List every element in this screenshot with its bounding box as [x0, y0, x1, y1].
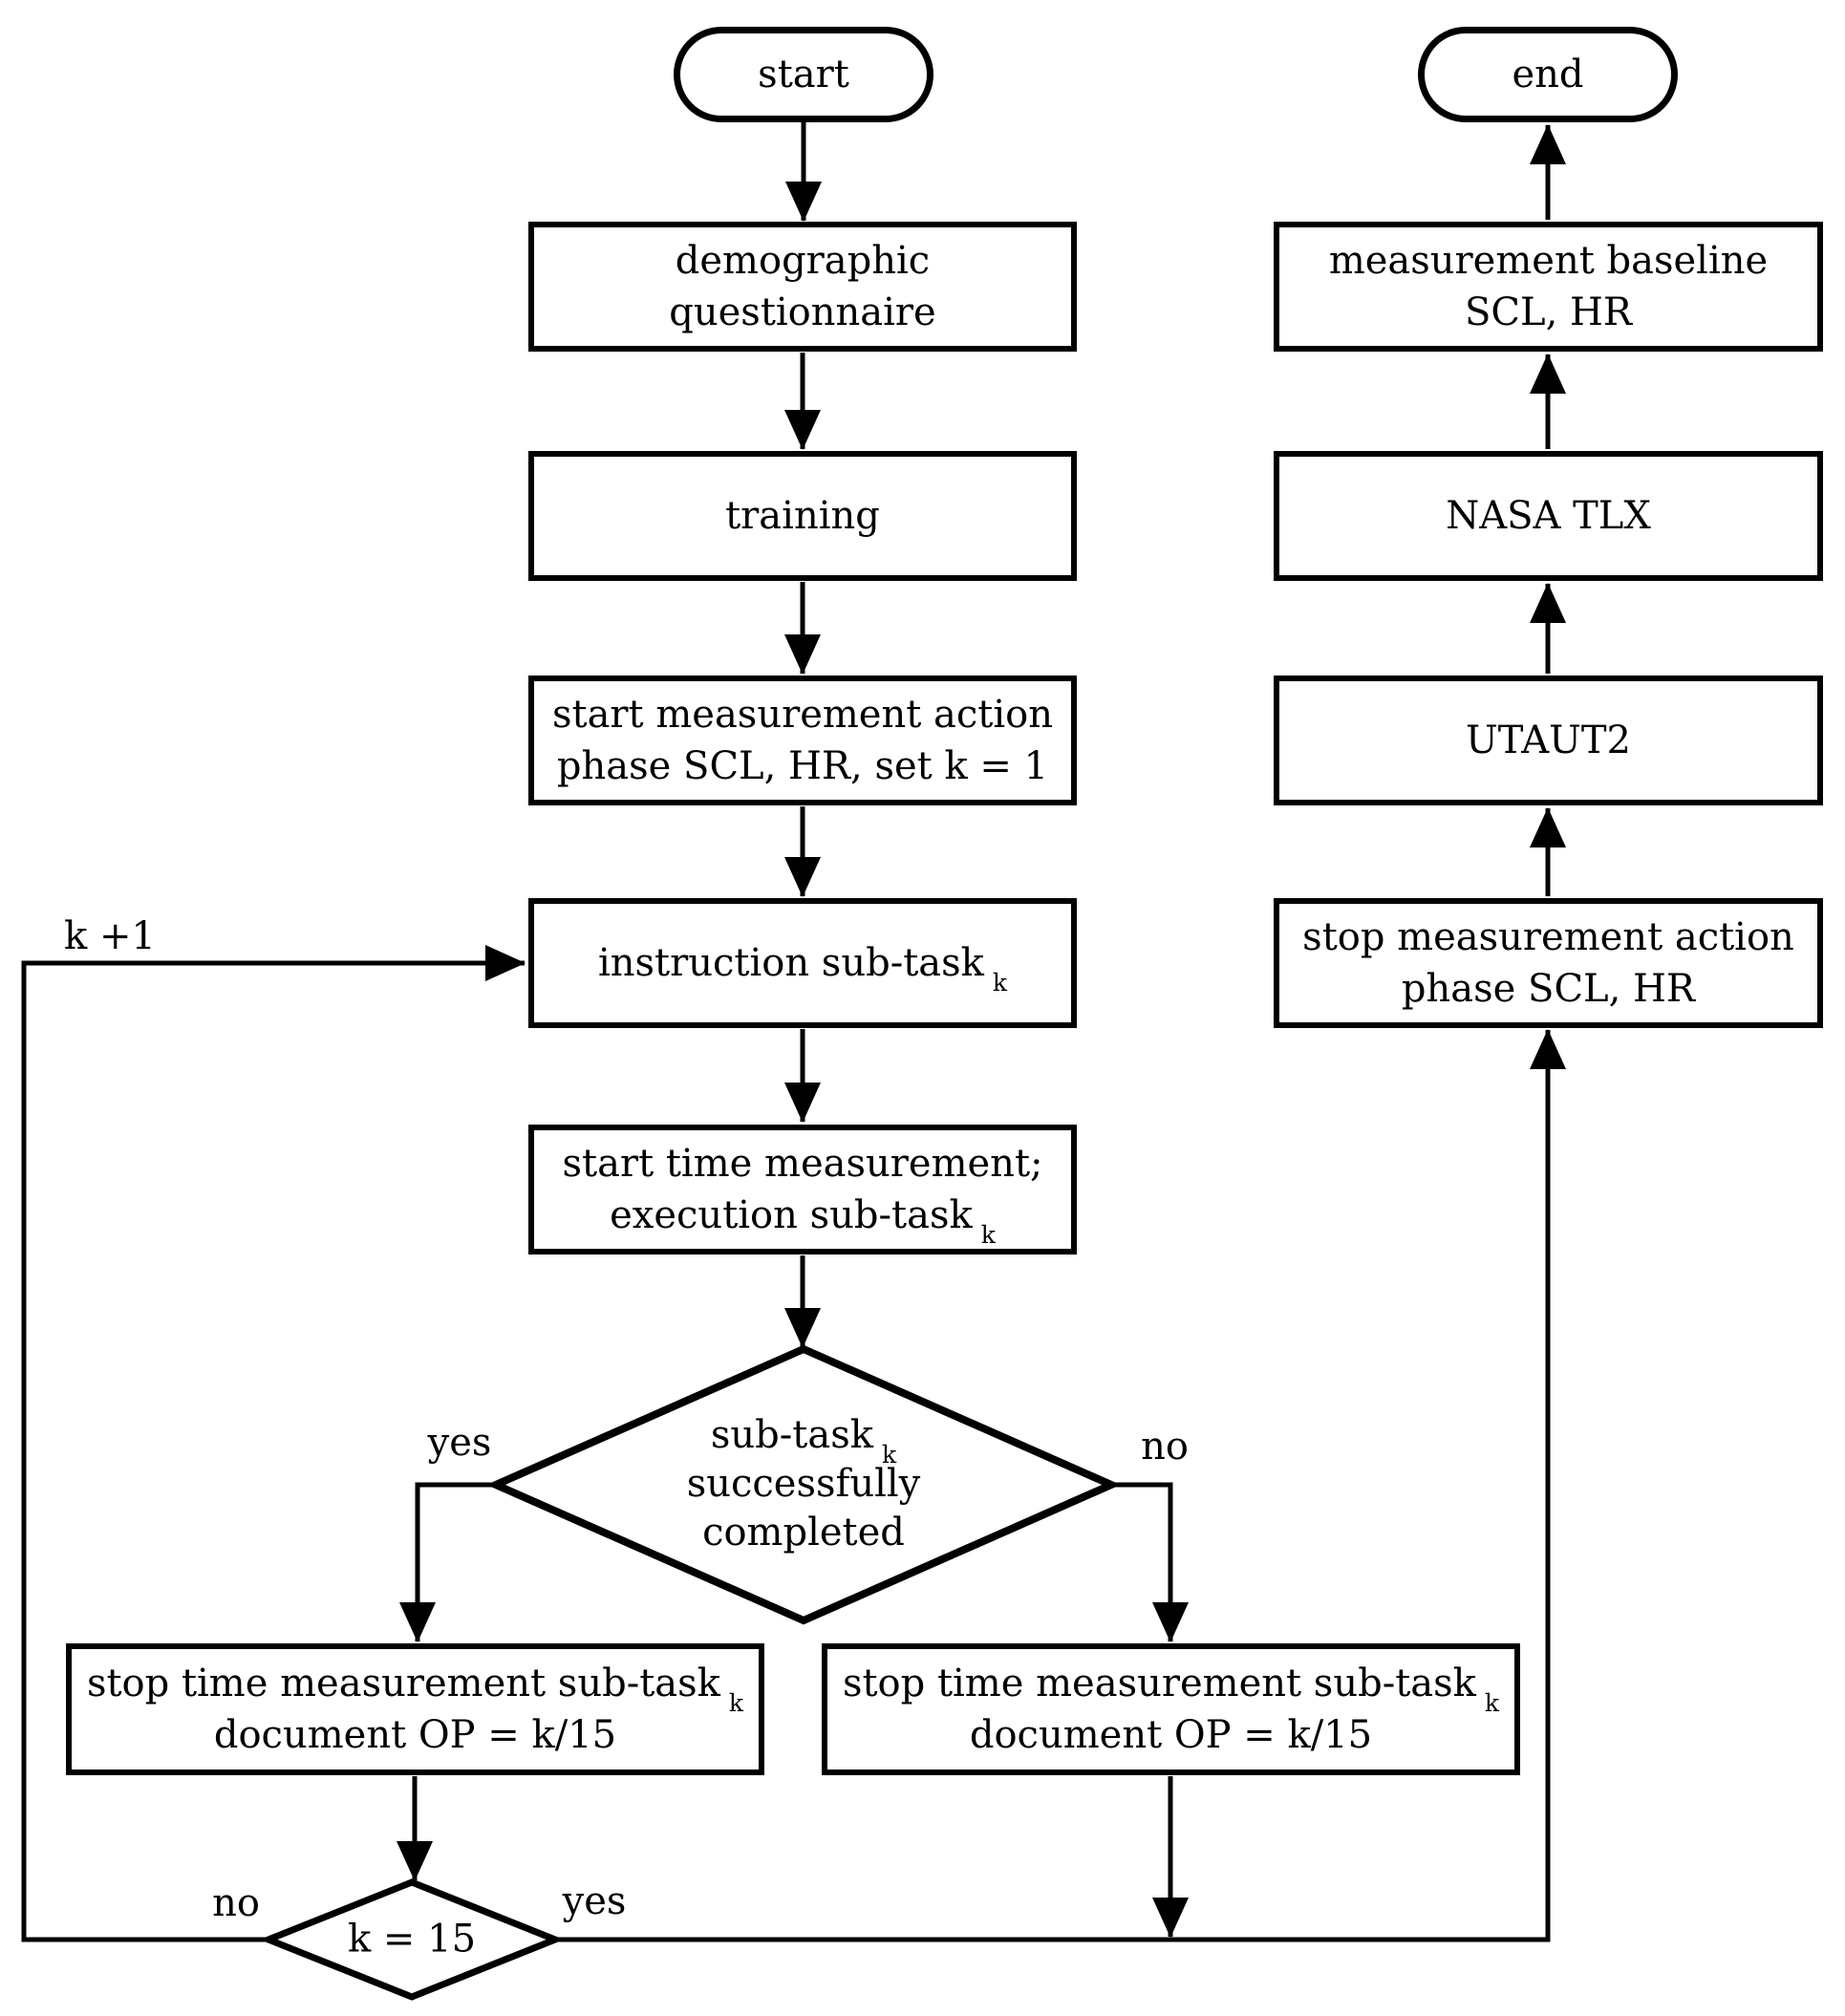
process-utaut2: UTAUT2	[1274, 676, 1823, 805]
stop-right-line1-text: stop time measurement sub-task	[842, 1661, 1476, 1705]
terminator-end: end	[1418, 27, 1678, 122]
process-nasa-tlx: NASA TLX	[1274, 451, 1823, 581]
edge-label-no-subtask: no	[1141, 1425, 1189, 1469]
process-instruction-subtask: instruction sub-task k	[528, 898, 1077, 1028]
process-measurement-baseline: measurement baseline SCL, HR	[1274, 222, 1823, 352]
start-measurement-line2: phase SCL, HR, set k = 1	[556, 744, 1049, 788]
decision-subtask-subscript: k	[881, 1441, 897, 1469]
stop-left-line2: document OP = k/15	[213, 1713, 617, 1757]
decision-k-equals-15-shape	[259, 1878, 565, 2001]
start-time-line2-text: execution sub-task	[610, 1193, 973, 1237]
decision-subtask-line2: successfully	[686, 1462, 921, 1507]
process-start-measurement-action-phase: start measurement action phase SCL, HR, …	[528, 676, 1077, 805]
process-stop-measurement-action-phase: stop measurement action phase SCL, HR	[1274, 898, 1823, 1028]
process-start-time-measurement: start time measurement; execution sub-ta…	[528, 1125, 1077, 1255]
edge-decision-no-to-stop-right	[1111, 1482, 1189, 1642]
utaut2-label: UTAUT2	[1466, 718, 1631, 762]
process-stop-time-measurement-no: stop time measurement sub-task k document…	[822, 1643, 1520, 1775]
stop-measurement-line1: stop measurement action	[1302, 914, 1794, 959]
instruction-text: instruction sub-task	[597, 940, 984, 985]
demographic-line2: questionnaire	[669, 290, 936, 334]
edge-label-no-k15: no	[212, 1881, 260, 1925]
end-label: end	[1512, 52, 1584, 97]
stop-left-line1: stop time measurement sub-task k	[86, 1658, 743, 1715]
edge-label-k-plus-1: k +1	[64, 914, 156, 958]
instruction-line: instruction sub-task k	[597, 937, 1007, 995]
stop-right-line2: document OP = k/15	[969, 1713, 1373, 1757]
edge-label-yes-subtask: yes	[427, 1421, 492, 1465]
demographic-line1: demographic	[675, 238, 931, 283]
edge-decision-k-no-loop-to-instruction	[21, 945, 526, 1942]
stop-right-subscript: k	[1484, 1688, 1500, 1717]
stop-left-subscript: k	[728, 1688, 744, 1717]
baseline-line1: measurement baseline	[1328, 238, 1769, 283]
decision-subtask-line1-text: sub-task	[710, 1413, 873, 1458]
decision-subtask-line1: sub-task k	[710, 1411, 896, 1467]
process-training: training	[528, 451, 1077, 581]
decision-subtask-completed-shape	[486, 1344, 1121, 1625]
start-time-subscript: k	[980, 1221, 996, 1249]
decision-k-equals-15: k = 15	[348, 1915, 476, 1963]
start-label: start	[758, 52, 849, 97]
edge-label-yes-k15: yes	[562, 1879, 627, 1923]
decision-subtask-line3: completed	[702, 1511, 905, 1555]
training-label: training	[725, 493, 880, 538]
start-measurement-line1: start measurement action	[551, 692, 1053, 737]
stop-measurement-line2: phase SCL, HR	[1401, 967, 1696, 1011]
decision-k-label: k = 15	[347, 1917, 477, 1962]
edge-decision-yes-to-stop-left	[399, 1482, 496, 1642]
terminator-start: start	[674, 27, 933, 122]
start-time-line1: start time measurement;	[562, 1141, 1043, 1186]
edge-decision-k-yes-to-stop-measurement	[555, 1029, 1566, 1942]
baseline-line2: SCL, HR	[1465, 290, 1632, 334]
nasa-tlx-label: NASA TLX	[1446, 493, 1651, 538]
instruction-subscript: k	[992, 968, 1008, 997]
stop-right-line1: stop time measurement sub-task k	[842, 1658, 1499, 1715]
decision-subtask-completed: sub-task k successfully completed	[687, 1411, 921, 1558]
stop-left-line1-text: stop time measurement sub-task	[86, 1661, 720, 1705]
process-demographic-questionnaire: demographic questionnaire	[528, 222, 1077, 352]
process-stop-time-measurement-yes: stop time measurement sub-task k document…	[66, 1643, 764, 1775]
